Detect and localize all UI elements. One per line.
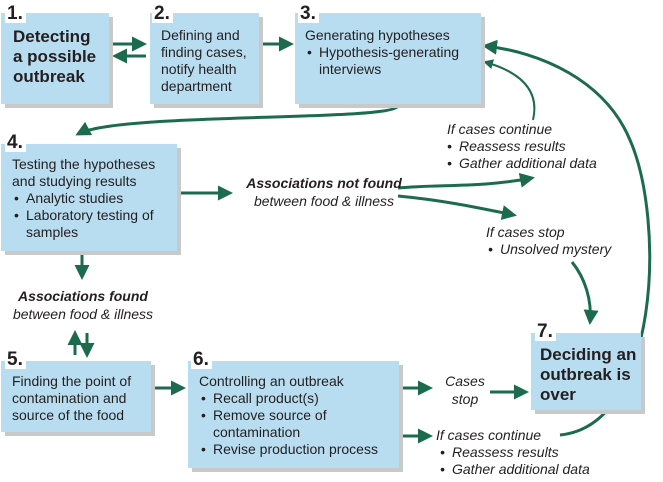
note-found-sub: between food & illness xyxy=(12,306,154,322)
note-cases-stop-line2: stop xyxy=(451,391,479,407)
step-3-title: Generating hypotheses xyxy=(305,27,450,43)
note-continue-lower-bullet: Gather additional data xyxy=(438,461,636,478)
note-found-head: Associations found xyxy=(18,288,148,304)
step-4-bullets: Analytic studies Laboratory testing of s… xyxy=(12,190,173,241)
note-if-cases-continue-lower: If cases continue Reassess results Gathe… xyxy=(436,426,636,478)
step-6-bullet: Revise production process xyxy=(199,441,395,458)
note-not-found-head: Associations not found xyxy=(246,175,402,191)
step-4-title: Testing the hypotheses and studying resu… xyxy=(12,156,156,189)
step-7-number: 7. xyxy=(535,322,556,341)
step-2-number: 2. xyxy=(152,4,173,23)
step-2-box: Defining and finding cases, notify healt… xyxy=(150,13,259,104)
step-4-bullet: Laboratory testing of samples xyxy=(12,207,173,241)
step-6-box: Controlling an outbreak Recall product(s… xyxy=(188,361,399,468)
step-5-box: Finding the point of contamination and s… xyxy=(1,361,151,432)
step-6-bullet: Recall product(s) xyxy=(199,390,395,407)
arrow-not-found-to-stop xyxy=(397,194,517,220)
step-7-title: Deciding an outbreak is over xyxy=(540,345,637,404)
arrow-not-found-to-continue xyxy=(397,172,535,190)
note-continue-upper-head: If cases continue xyxy=(447,121,553,137)
note-cases-stop: Cases stop xyxy=(436,372,494,408)
step-1-title: Detecting a possible outbreak xyxy=(13,27,97,86)
note-associations-not-found: Associations not found between food & il… xyxy=(234,174,414,210)
step-6-title: Controlling an outbreak xyxy=(199,373,344,389)
step-7-box: Deciding an outbreak is over xyxy=(531,333,641,410)
step-1-number: 1. xyxy=(5,4,26,23)
note-continue-lower-head: If cases continue xyxy=(436,427,542,443)
step-3-number: 3. xyxy=(298,4,319,23)
note-stop-upper-bullet: Unsolved mystery xyxy=(486,241,656,258)
arrow-3-to-4 xyxy=(75,104,400,136)
note-associations-found: Associations found between food & illnes… xyxy=(0,287,166,323)
step-6-number: 6. xyxy=(191,350,212,369)
step-5-title: Finding the point of contamination and s… xyxy=(12,373,132,423)
note-stop-upper-head: If cases stop xyxy=(486,224,565,240)
note-continue-upper-bullet: Reassess results xyxy=(445,138,647,155)
step-5-number: 5. xyxy=(5,350,26,369)
note-if-cases-continue-upper: If cases continue Reassess results Gathe… xyxy=(447,120,647,172)
note-if-cases-stop-upper: If cases stop Unsolved mystery xyxy=(486,223,656,258)
step-2-title: Defining and finding cases, notify healt… xyxy=(161,27,247,94)
arrow-stop-to-7 xyxy=(570,261,599,325)
note-continue-upper-bullet: Gather additional data xyxy=(445,155,647,172)
step-1-box: Detecting a possible outbreak xyxy=(1,13,109,104)
step-4-bullet: Analytic studies xyxy=(12,190,173,207)
step-3-box: Generating hypotheses Hypothesis-generat… xyxy=(295,13,481,104)
step-3-bullets: Hypothesis-generating interviews xyxy=(305,44,475,78)
step-3-bullet: Hypothesis-generating interviews xyxy=(305,44,475,78)
step-6-bullet: Remove source of contamination xyxy=(199,407,395,441)
step-4-box: Testing the hypotheses and studying resu… xyxy=(1,144,177,251)
step-6-bullets: Recall product(s) Remove source of conta… xyxy=(199,390,395,458)
note-not-found-sub: between food & illness xyxy=(253,193,395,209)
note-cases-stop-line1: Cases xyxy=(445,373,485,389)
note-continue-lower-bullet: Reassess results xyxy=(438,444,636,461)
line-continue-to-3 xyxy=(483,59,536,121)
step-4-number: 4. xyxy=(5,133,26,152)
